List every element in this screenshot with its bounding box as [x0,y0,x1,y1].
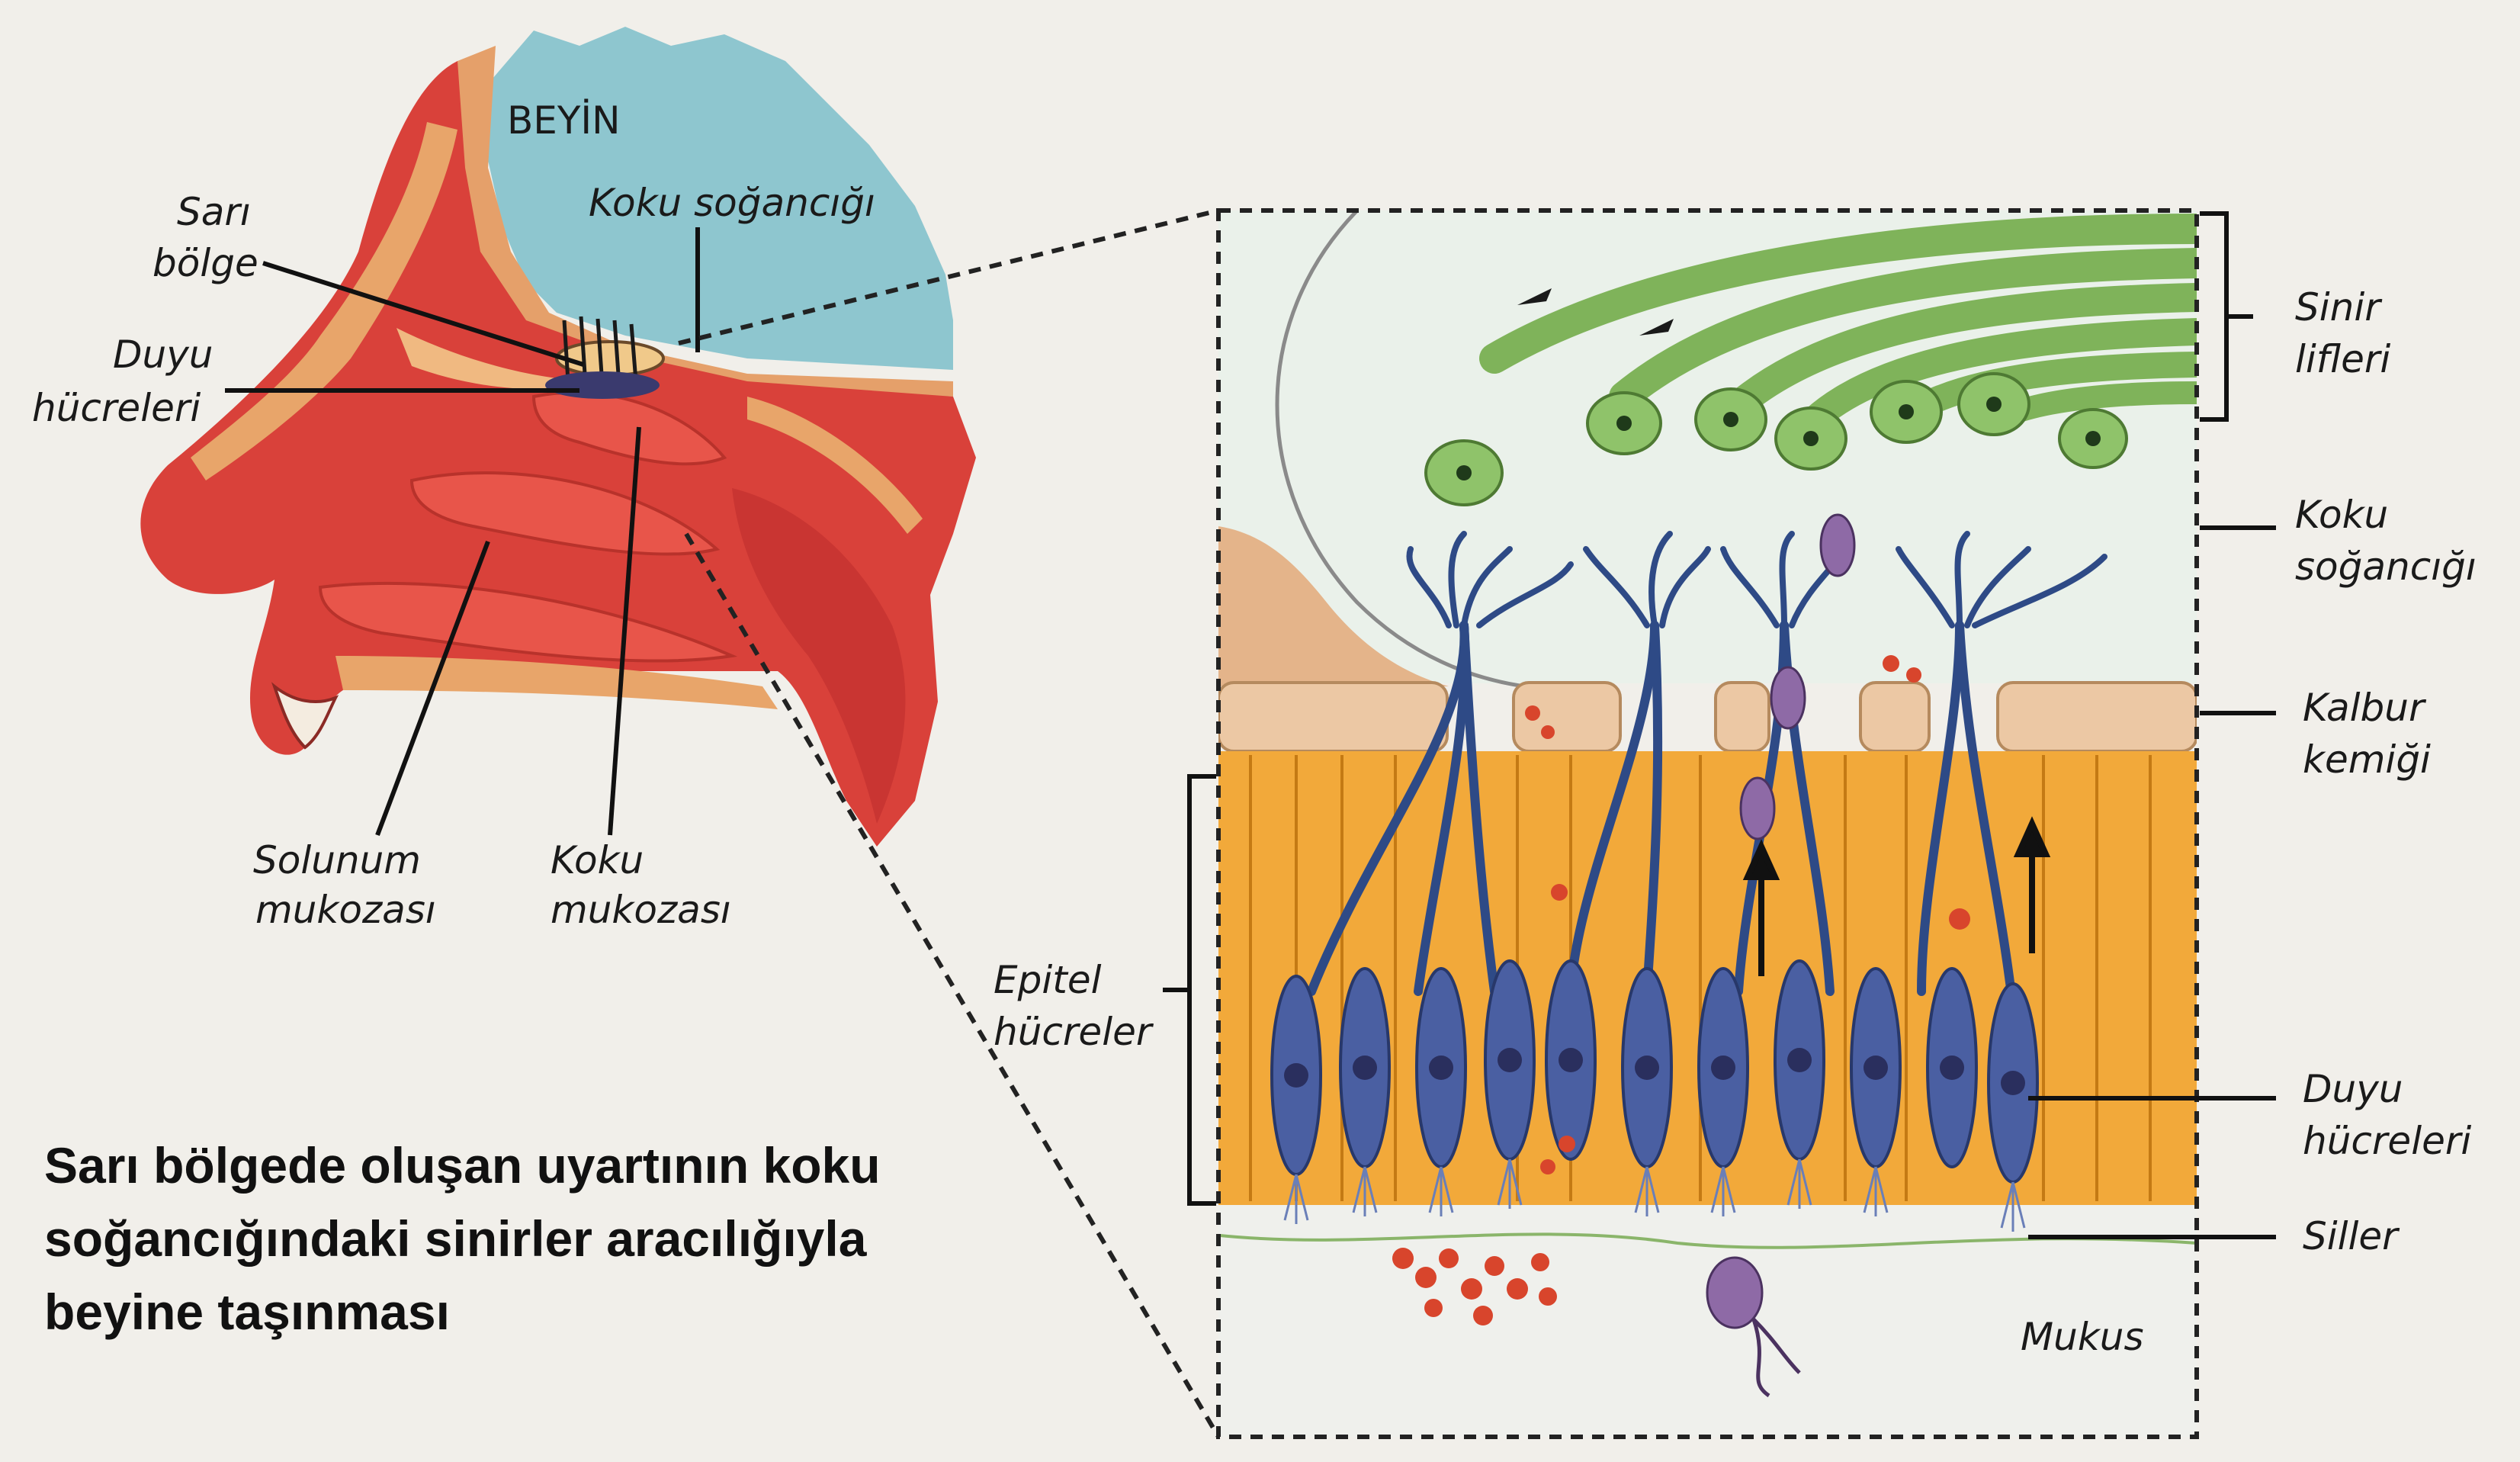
leader-olfactory-mucosa [608,426,641,836]
receptor-nuclei [1284,1048,2025,1095]
label-nerve-fibers-1: Sinir [2295,285,2383,329]
zoom-line-top [678,208,1219,345]
nasal-tissue [140,61,977,847]
nostril [271,682,339,750]
turbinate-upper [531,390,727,466]
detail-box [1218,210,2197,1437]
label-respiratory-mucosa-1: Solunum [253,838,421,882]
cell-flagellum [1751,1318,1801,1398]
leader-yellow-region [262,261,584,367]
mucus-strand [1219,1232,2197,1249]
zoom-line-bottom [684,532,1221,1438]
turbinate-middle [409,471,721,556]
mucus-layer [1218,1205,2197,1437]
label-detail-olfactory-bulb-1: Koku [2295,493,2388,537]
fiber-arrows [1517,288,1674,336]
cilia [1283,1158,2026,1232]
label-mucus: Mukus [2021,1315,2144,1359]
nasal-bone [191,122,457,480]
glomeruli [1406,531,2107,628]
migrating-cell [1706,1256,1764,1329]
caption-line: soğancığındaki sinirler aracılığıyla [44,1210,867,1267]
migrating-cell [1819,513,1856,577]
label-sensory-cells-2: hücreleri [32,386,201,430]
head-section [140,27,977,847]
bulb-membrane [1275,210,1526,689]
label-epithelial-cells-1: Epitel [994,958,1102,1002]
label-sensory-cells-1: Duyu [113,333,213,377]
label-olfactory-mucosa-2: mukozası [551,888,731,932]
label-detail-sensory-cells-1: Duyu [2303,1067,2403,1111]
label-ethmoid-bone-2: kemiği [2303,737,2431,782]
cartilage-upper [396,328,602,390]
pharynx [732,488,906,824]
caption-line: Sarı bölgede oluşan uyartının koku [44,1137,881,1194]
palate [335,656,778,709]
detail-box-border [1216,208,2199,1439]
mitral-nuclei [1456,397,2101,480]
nerve-fiber [1609,248,2197,412]
label-ethmoid-bone-1: Kalbur [2303,686,2427,730]
brain-region [488,27,953,370]
migrating-cell [1770,666,1806,730]
label-detail-olfactory-bulb-2: soğancığı [2295,545,2477,589]
yellow-region-spot [545,371,660,399]
label-nerve-fibers-2: lifleri [2295,337,2390,381]
label-olfactory-bulb: Koku soğancığı [589,181,875,225]
nerve-fiber [1801,318,2197,433]
fiber-arrow [1517,288,1552,305]
label-yellow-region-1: Sarı [177,190,251,234]
nerve-fiber [1479,214,2197,374]
leader-respiratory-mucosa [375,540,490,837]
bone-plate [1218,681,1449,753]
head-labels: BEYİN Koku soğancığı Sarı bölge Duyu hüc… [32,98,875,932]
caption-line: beyine taşınması [44,1284,450,1340]
fiber-arrow [1639,319,1674,336]
signal-arrows [1742,816,2051,976]
migrating-cells [1706,513,1856,1329]
pharynx-cartilage [747,397,923,534]
tissue-left [1218,526,1449,686]
label-epithelial-cells-2: hücreler [994,1010,1154,1054]
odor-particles [1392,655,1970,1325]
ethmoid-bone [1218,681,2197,753]
bone-plate [1996,681,2197,753]
label-olfactory-mucosa-1: Koku [551,838,644,882]
figure-caption: Sarı bölgede oluşan uyartının koku soğan… [44,1129,1035,1348]
turbinate-lower [318,581,738,663]
label-cilia: Siller [2303,1214,2400,1258]
nerve-fiber [1716,283,2197,426]
label-yellow-region-2: bölge [152,241,258,285]
label-detail-sensory-cells-2: hücreleri [2303,1119,2471,1163]
label-respiratory-mucosa-2: mukozası [255,888,436,932]
bracket-epithelium [1163,774,1216,1206]
migrating-cell [1739,776,1776,840]
head-olfactory-bulb [555,340,665,377]
label-brain: BEYİN [507,98,621,143]
detail-labels: Sinir lifleri Koku soğancığı Kalbur kemi… [994,211,2477,1359]
bone-plate [1714,681,1770,753]
bone-plate [1859,681,1931,753]
bracket-nerve-fibers [2200,211,2253,422]
